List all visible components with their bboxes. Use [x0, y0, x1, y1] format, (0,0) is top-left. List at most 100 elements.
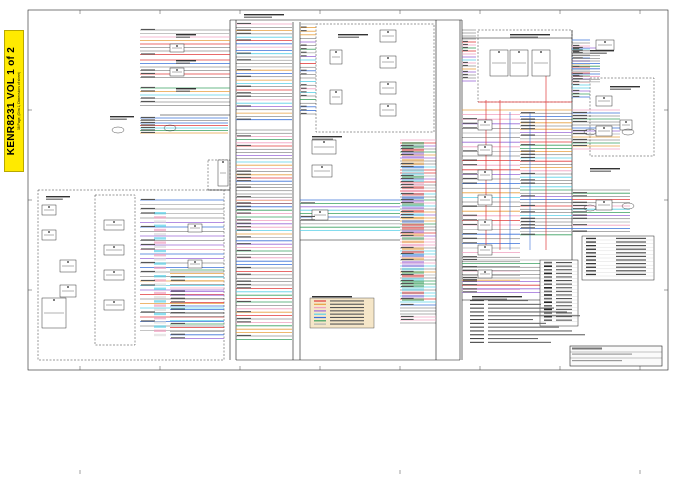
wire-label-mark	[521, 233, 535, 235]
wire-label-mark	[463, 40, 468, 42]
wire-label-mark	[237, 75, 251, 77]
components	[41, 29, 635, 329]
wire-label-mark	[573, 89, 580, 91]
legend-text	[556, 276, 572, 278]
wire-label-mark	[237, 196, 251, 198]
note-line	[488, 307, 554, 309]
text-line	[472, 298, 507, 300]
component-pin	[540, 51, 542, 53]
legend-text	[556, 269, 572, 271]
wire-label-mark	[463, 177, 477, 179]
wire-label-mark	[301, 112, 307, 114]
shield-symbol	[621, 202, 635, 210]
harness-cell	[402, 155, 424, 159]
wire-label-mark	[573, 211, 587, 213]
connector-cell	[154, 283, 166, 286]
text-line	[244, 14, 284, 16]
wire-label-mark	[573, 230, 587, 232]
wire-label-mark	[301, 84, 307, 86]
harness-cell	[402, 216, 424, 220]
wire-label-mark	[401, 180, 414, 182]
text-line	[590, 52, 607, 54]
wire-label-mark	[237, 59, 251, 61]
banner-text-group: KENR8231 VOL 1 of 2 38 Page, (Dim 1, Dim…	[6, 47, 21, 155]
harness-cell	[402, 240, 424, 244]
connector-cell	[154, 249, 166, 253]
wire-label-mark	[401, 297, 414, 299]
document-banner: KENR8231 VOL 1 of 2 38 Page, (Dim 1, Dim…	[4, 30, 24, 172]
wire-label-mark	[463, 256, 477, 258]
connector-cell	[154, 270, 166, 274]
legend-text	[616, 266, 646, 268]
wire-label-mark	[141, 97, 155, 99]
legend-text	[556, 294, 572, 296]
shield-symbol	[621, 128, 635, 136]
note-line	[488, 315, 580, 317]
wire-label-mark	[573, 47, 580, 49]
wire-label-mark	[171, 312, 185, 314]
wire-label-mark	[237, 321, 251, 323]
legend-swatch	[544, 272, 552, 275]
wire-label-mark	[573, 65, 580, 67]
component-pin	[323, 141, 325, 143]
legend-text	[556, 280, 572, 282]
component-pin	[176, 69, 178, 71]
connector-cell	[154, 254, 166, 257]
harness-note-table	[309, 297, 375, 329]
wire-label-mark	[573, 72, 583, 74]
wire-label-mark	[141, 212, 155, 214]
wire-label-mark	[463, 43, 468, 45]
component-pin	[222, 161, 224, 163]
text-line	[472, 296, 522, 298]
wire-label-mark	[237, 283, 251, 285]
wire-label-mark	[171, 308, 185, 310]
legend-text	[556, 308, 572, 310]
legend-text	[586, 255, 596, 258]
harness-cell	[402, 148, 424, 152]
wire-label-mark	[573, 201, 587, 203]
wire-label-mark	[141, 270, 155, 272]
harness-cell	[402, 193, 424, 196]
wire-label-mark	[573, 111, 587, 113]
wire-label-mark	[141, 100, 155, 102]
zone-ticks	[28, 10, 668, 474]
wire-label-mark	[237, 273, 251, 275]
wire-label-mark	[141, 243, 155, 245]
wire-label-mark	[463, 64, 468, 66]
wire-label-mark	[573, 132, 587, 134]
note-line	[470, 334, 484, 336]
wire-label-mark	[573, 129, 587, 131]
wire-label-mark	[463, 76, 468, 78]
wire-label-mark	[141, 198, 155, 200]
wire-label-mark	[237, 180, 251, 182]
component-pin	[498, 51, 500, 53]
legend-swatch	[544, 297, 552, 300]
text-line	[46, 198, 63, 200]
legend-text	[616, 270, 646, 272]
harness-cell	[402, 244, 424, 247]
note-text-line	[330, 303, 364, 305]
component-pin	[603, 127, 605, 129]
wire-label-mark	[401, 192, 414, 194]
wire-label-mark	[463, 49, 468, 51]
wire-label-mark	[301, 44, 307, 46]
connector-cell	[154, 275, 166, 278]
wire-label-mark	[463, 205, 477, 207]
wire-label-mark	[237, 249, 251, 251]
wire-label-mark	[573, 80, 580, 82]
connector-cell	[154, 237, 166, 240]
note-text-line	[330, 320, 364, 322]
wire-label-mark	[463, 73, 468, 75]
wire-label-mark	[463, 182, 477, 184]
wire-label-mark	[301, 73, 307, 75]
shield-symbol	[163, 124, 177, 132]
wire-label-mark	[573, 49, 583, 51]
harness-cell	[402, 254, 424, 257]
note-line	[470, 315, 484, 317]
harness-cell	[402, 247, 424, 250]
connector-cell	[154, 228, 166, 232]
wire-label-mark	[237, 222, 251, 224]
component-pin	[484, 246, 486, 248]
connector-cell	[154, 291, 166, 295]
component-pin	[113, 246, 115, 248]
